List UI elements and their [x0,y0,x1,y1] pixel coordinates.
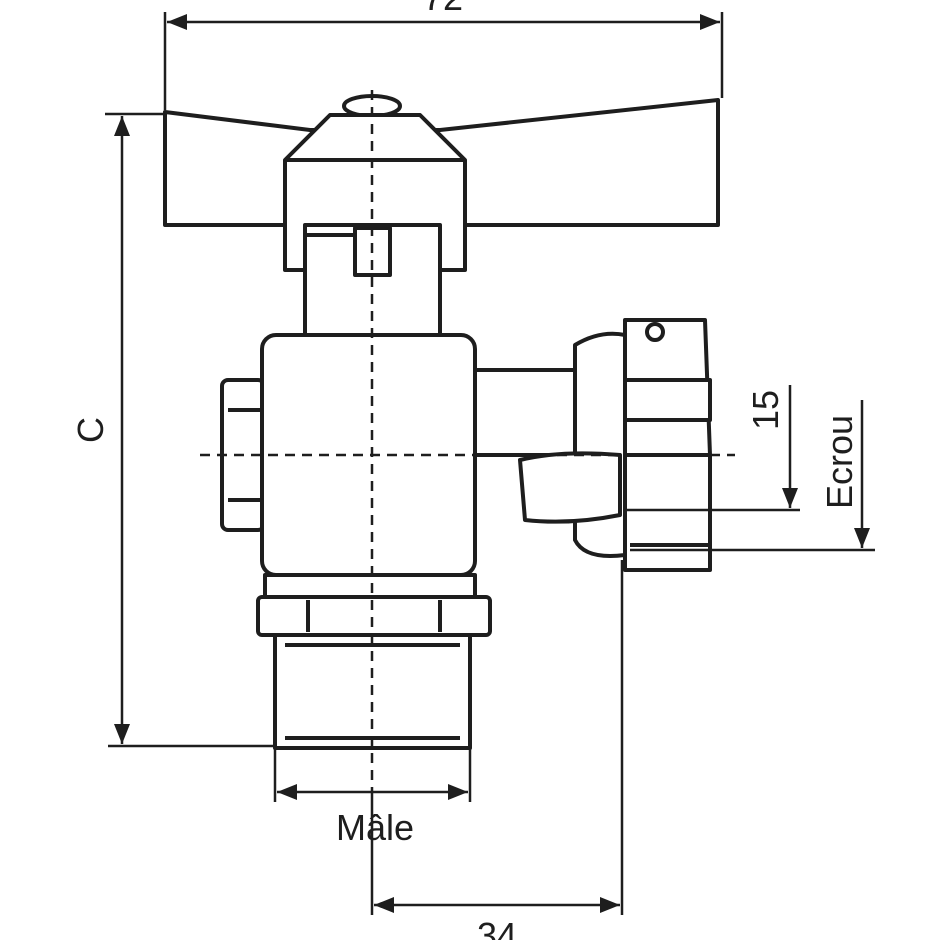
dimension-label-male: Mâle [336,807,414,848]
dimension-outlet-distance: 34 [370,560,624,940]
dimension-overall-width: 72 [163,0,724,110]
dimension-nut: Ecrou [630,400,875,552]
dimension-height: C [70,112,275,748]
dimension-label-ecrou: Ecrou [819,415,860,509]
dimension-label-72: 72 [423,0,463,18]
dimension-label-34: 34 [477,915,517,940]
male-connection [256,573,492,750]
dimension-label-15: 15 [745,390,786,430]
dimension-outlet-offset: 15 [625,385,800,512]
dimension-label-c: C [70,417,111,443]
outlet-fitting [473,318,712,572]
